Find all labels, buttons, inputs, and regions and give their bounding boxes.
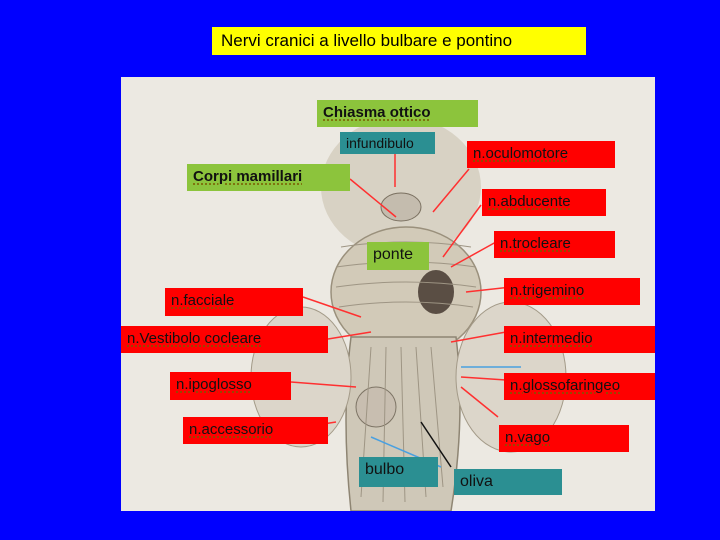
slide-title: Nervi cranici a livello bulbare e pontin… [212, 27, 586, 55]
label-ponte: ponte [367, 242, 429, 270]
label-n-intermedio: n.intermedio [504, 326, 655, 353]
label-n-oculomotore: n.oculomotore [467, 141, 615, 168]
label-n-trigemino: n.trigemino [504, 278, 640, 305]
label-n-ipoglosso: n.ipoglosso [170, 372, 291, 400]
label-bulbo: bulbo [359, 457, 438, 487]
label-n-vestibolo-cocleare: n.Vestibolo cocleare [121, 326, 328, 353]
label-n-accessorio: n.accessorio [183, 417, 328, 444]
label-chiasma-ottico: Chiasma ottico [317, 100, 478, 127]
label-oliva: oliva [454, 469, 562, 495]
label-n-vago: n.vago [499, 425, 629, 452]
label-n-facciale: n.facciale [165, 288, 303, 316]
label-n-glossofaringeo: n.glossofaringeo [504, 373, 655, 400]
label-corpi-mamillari: Corpi mamillari [187, 164, 350, 191]
brainstem-figure: Chiasma ottico infundibulo Corpi mamilla… [121, 77, 655, 511]
label-n-trocleare: n.trocleare [494, 231, 615, 258]
label-infundibulo: infundibulo [340, 132, 435, 154]
label-n-abducente: n.abducente [482, 189, 606, 216]
